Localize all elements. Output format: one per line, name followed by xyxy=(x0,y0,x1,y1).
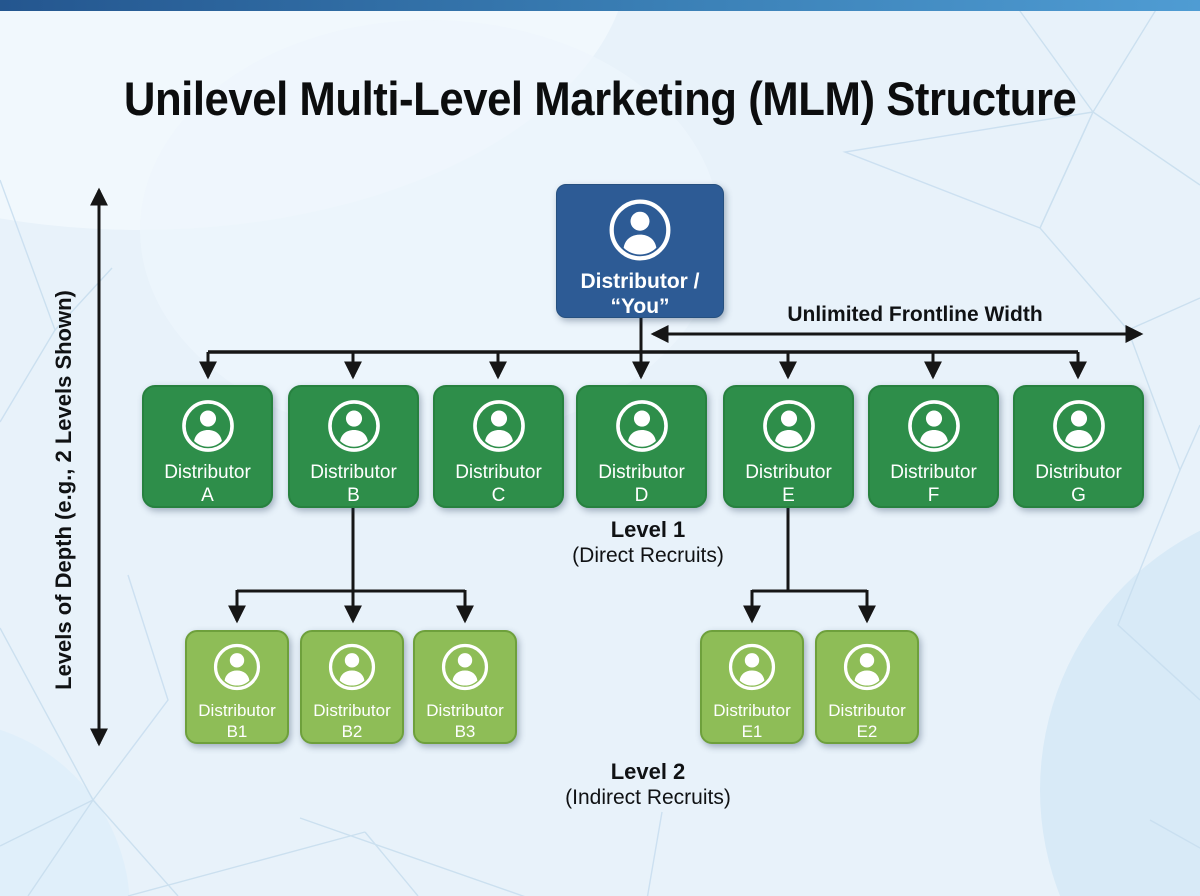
level2-caption: Level 2 (Indirect Recruits) xyxy=(498,759,798,812)
level2-caption-title: Level 2 xyxy=(610,759,686,784)
root-distributor-node: Distributor / “You” xyxy=(556,184,724,318)
person-icon xyxy=(212,642,262,692)
person-icon xyxy=(180,398,236,454)
person-icon xyxy=(471,398,527,454)
page-title: Unilevel Multi-Level Marketing (MLM) Str… xyxy=(123,72,1077,126)
person-icon xyxy=(906,398,962,454)
person-icon xyxy=(842,642,892,692)
person-icon xyxy=(761,398,817,454)
level2-caption-subtitle: (Indirect Recruits) xyxy=(565,786,731,810)
person-icon xyxy=(326,398,382,454)
person-icon xyxy=(614,398,670,454)
top-accent-bar xyxy=(0,0,1200,11)
level1-caption-title: Level 1 xyxy=(610,517,686,542)
level1-caption-subtitle: (Direct Recruits) xyxy=(572,544,724,568)
depth-axis-label: Levels of Depth (e.g., 2 Levels Shown) xyxy=(51,290,76,690)
root-node-label: Distributor / “You” xyxy=(580,270,700,319)
person-icon xyxy=(327,642,377,692)
person-icon xyxy=(1051,398,1107,454)
person-icon xyxy=(440,642,490,692)
frontline-width-label: Unlimited Frontline Width xyxy=(787,303,1043,326)
person-icon xyxy=(607,197,673,263)
level1-caption: Level 1 (Direct Recruits) xyxy=(498,517,798,570)
person-icon xyxy=(727,642,777,692)
